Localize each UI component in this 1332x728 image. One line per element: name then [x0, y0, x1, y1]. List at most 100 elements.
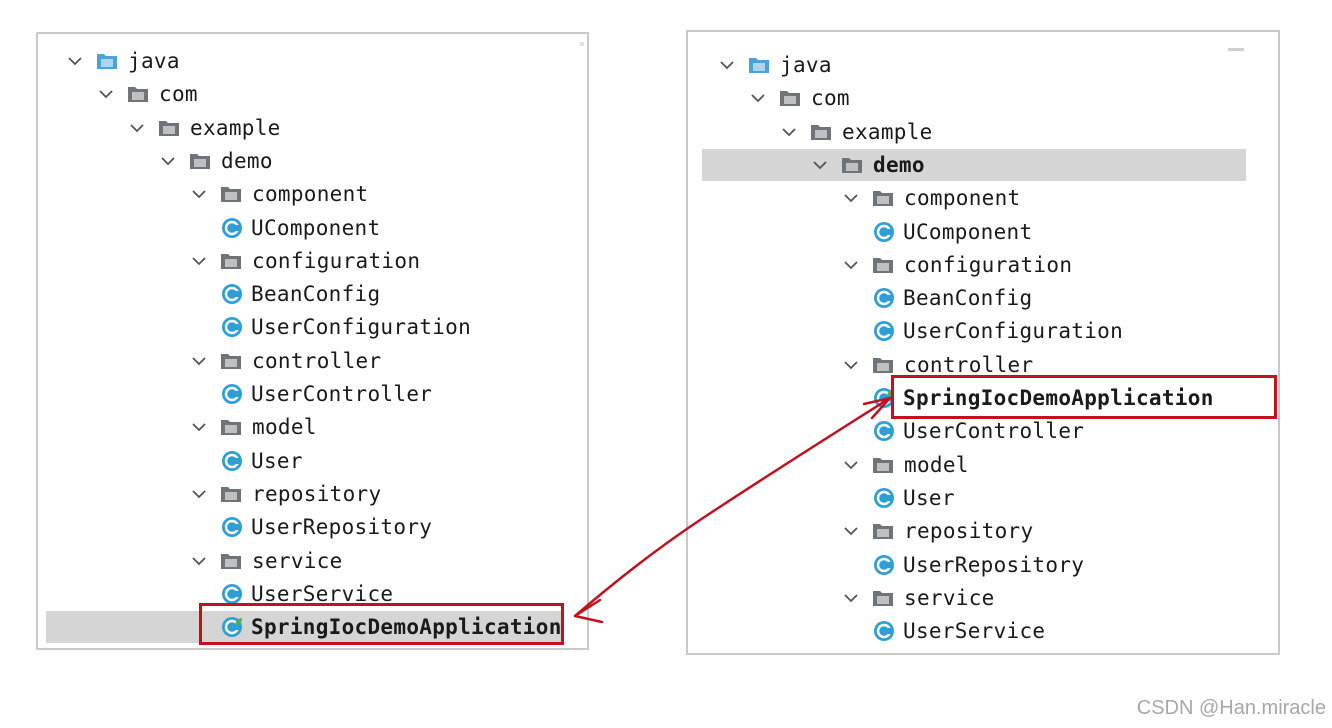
- class-icon: [873, 554, 895, 576]
- tree-row-label: SpringIocDemoApplication: [903, 386, 1214, 410]
- class-icon: [221, 516, 243, 538]
- tree-row-beanconfig[interactable]: BeanConfig: [688, 282, 1278, 314]
- folder-icon: [220, 552, 242, 570]
- chevron-down-icon[interactable]: [718, 56, 736, 74]
- chevron-down-icon[interactable]: [780, 123, 798, 141]
- watermark: CSDN @Han.miracle: [1136, 697, 1326, 719]
- chevron-down-icon[interactable]: [190, 485, 208, 503]
- tree-row-repository[interactable]: repository: [38, 478, 587, 510]
- folder-icon: [220, 485, 242, 503]
- tree-row-configuration[interactable]: configuration: [688, 249, 1278, 281]
- tree-row-java[interactable]: java: [688, 49, 1278, 81]
- tree-row-demo[interactable]: demo: [38, 145, 587, 177]
- tree-row-model[interactable]: model: [688, 449, 1278, 481]
- tree-row-example[interactable]: example: [38, 112, 587, 144]
- tree-row-label: repository: [252, 481, 382, 506]
- tree-row-repository[interactable]: repository: [688, 515, 1278, 547]
- chevron-down-icon[interactable]: [842, 456, 860, 474]
- tree-row-userrepository[interactable]: UserRepository: [38, 511, 587, 543]
- chevron-down-icon[interactable]: [842, 356, 860, 374]
- chevron-down-icon[interactable]: [842, 522, 860, 540]
- tree-row-service[interactable]: service: [688, 582, 1278, 614]
- chevron-down-icon[interactable]: [842, 256, 860, 274]
- tree-row-label: configuration: [904, 252, 1073, 277]
- chevron-down-icon[interactable]: [190, 552, 208, 570]
- tree-row-model[interactable]: model: [38, 411, 587, 443]
- tree-row-label: demo: [221, 148, 273, 173]
- chevron-down-icon[interactable]: [190, 418, 208, 436]
- chevron-down-icon[interactable]: [842, 589, 860, 607]
- tree-row-ucomponent[interactable]: UComponent: [38, 212, 587, 244]
- chevron-down-icon[interactable]: [128, 119, 146, 137]
- tree-row-userconfiguration[interactable]: UserConfiguration: [688, 315, 1278, 347]
- tree-row-ucomponent[interactable]: UComponent: [688, 216, 1278, 248]
- chevron-down-icon[interactable]: [66, 52, 84, 70]
- tree-row-beanconfig[interactable]: BeanConfig: [38, 278, 587, 310]
- tree-row-usercontroller[interactable]: UserController: [688, 415, 1278, 447]
- tree-row-configuration[interactable]: configuration: [38, 245, 587, 277]
- tree-row-userservice[interactable]: UserService: [38, 578, 587, 610]
- tree-row-demo[interactable]: demo: [702, 148, 1246, 181]
- tree-row-component[interactable]: component: [38, 178, 587, 210]
- tree-row-label: BeanConfig: [251, 282, 381, 307]
- class-icon: [873, 320, 895, 342]
- tree-row-controller[interactable]: controller: [38, 345, 587, 377]
- tree-row-label: service: [252, 548, 343, 573]
- folder-icon: [872, 589, 894, 607]
- folder-icon: [158, 119, 180, 137]
- folder-icon: [220, 185, 242, 203]
- tree-row-label: UserRepository: [251, 515, 433, 540]
- scrollbar-marker[interactable]: [1228, 48, 1244, 51]
- class-icon: [221, 283, 243, 305]
- chevron-down-icon[interactable]: [190, 185, 208, 203]
- tree-row-label: controller: [904, 352, 1034, 377]
- tree-row-label: UserConfiguration: [903, 319, 1124, 344]
- folder-icon: [189, 152, 211, 170]
- folder-icon: [779, 89, 801, 107]
- source-root-folder-icon: [748, 56, 770, 74]
- tree-row-label: BeanConfig: [903, 286, 1033, 311]
- tree-row-user[interactable]: User: [38, 445, 587, 477]
- tree-row-example[interactable]: example: [688, 116, 1278, 148]
- folder-icon: [220, 352, 242, 370]
- tree-row-com[interactable]: com: [38, 78, 587, 110]
- folder-icon: [872, 256, 894, 274]
- tree-row-controller[interactable]: controller: [688, 349, 1278, 381]
- class-icon: [873, 287, 895, 309]
- tree-row-component[interactable]: component: [688, 182, 1278, 214]
- tree-row-label: service: [904, 585, 995, 610]
- tree-row-user[interactable]: User: [688, 482, 1278, 514]
- folder-icon: [872, 356, 894, 374]
- tree-row-label: repository: [904, 519, 1034, 544]
- chevron-down-icon[interactable]: [190, 252, 208, 270]
- tree-row-label: UserController: [251, 382, 433, 406]
- tree-row-userservice[interactable]: UserService: [688, 615, 1278, 647]
- tree-row-userconfiguration[interactable]: UserConfiguration: [38, 311, 587, 343]
- tree-row-label: com: [159, 82, 198, 107]
- folder-icon: [872, 522, 894, 540]
- chevron-down-icon[interactable]: [749, 89, 767, 107]
- tree-row-service[interactable]: service: [38, 545, 587, 577]
- tree-row-userrepository[interactable]: UserRepository: [688, 549, 1278, 581]
- class-icon: [873, 420, 895, 442]
- tree-row-springiocdemoapplication[interactable]: SpringIocDemoApplication: [688, 382, 1278, 414]
- folder-icon: [220, 252, 242, 270]
- chevron-down-icon[interactable]: [842, 189, 860, 207]
- tree-row-com[interactable]: com: [688, 82, 1278, 114]
- class-icon: [221, 450, 243, 472]
- source-root-folder-icon: [96, 52, 118, 70]
- tree-row-label: User: [251, 448, 303, 473]
- tree-row-usercontroller[interactable]: UserController: [38, 378, 587, 410]
- chevron-down-icon[interactable]: [811, 156, 829, 174]
- tree-row-label: model: [252, 415, 317, 440]
- chevron-down-icon[interactable]: [190, 352, 208, 370]
- tree-row-java[interactable]: java: [38, 45, 587, 77]
- folder-icon: [127, 85, 149, 103]
- chevron-down-icon[interactable]: [97, 85, 115, 103]
- chevron-down-icon[interactable]: [159, 152, 177, 170]
- scrollbar-marker[interactable]: [580, 42, 584, 46]
- tree-row-springiocdemoapplication[interactable]: SpringIocDemoApplication: [46, 611, 563, 644]
- class-icon: [221, 316, 243, 338]
